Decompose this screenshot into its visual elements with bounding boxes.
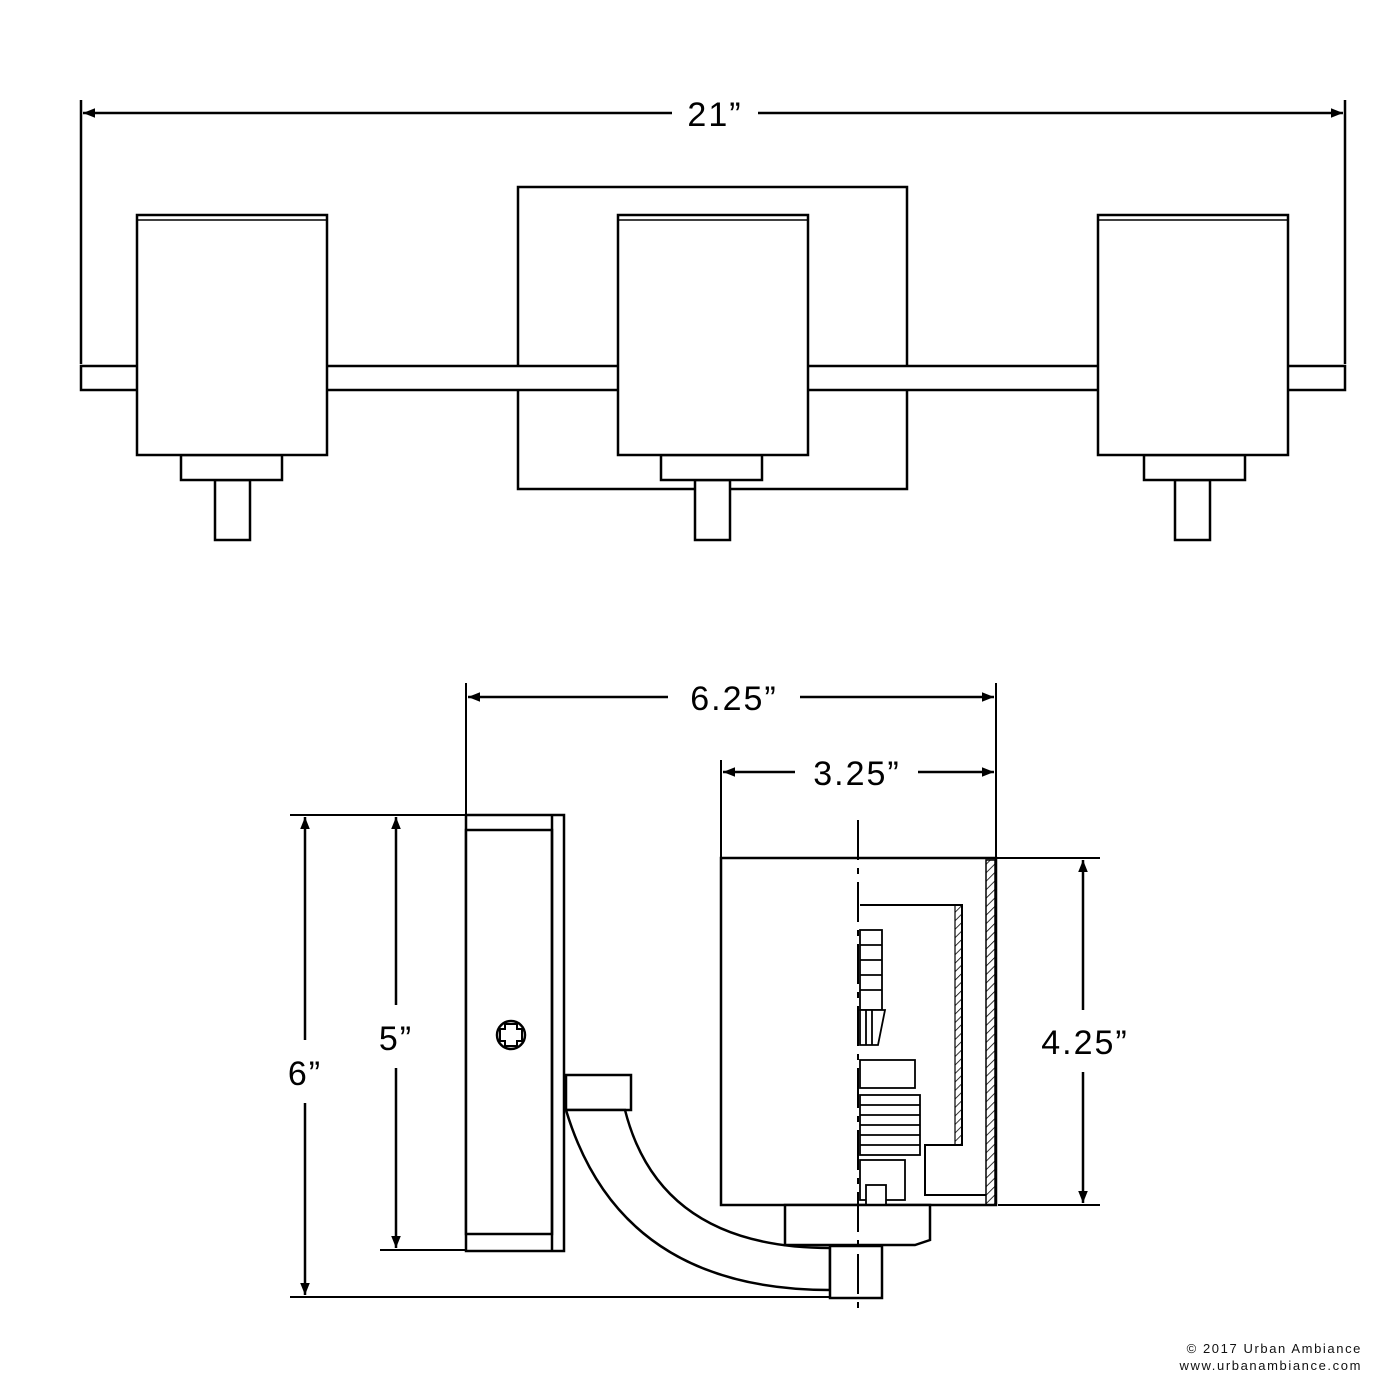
lamp-left-stem <box>213 478 252 542</box>
website-text: www.urbanambiance.com <box>1179 1358 1362 1373</box>
lamp-left-socket <box>179 453 284 482</box>
overall-width-label: 21” <box>687 96 742 134</box>
overall-height-label: 6” <box>288 1055 322 1093</box>
shade-glass-wall <box>985 859 996 1206</box>
bulb-base-upper <box>859 929 883 1011</box>
shade-inner-wall <box>860 904 986 1196</box>
front-view <box>79 100 1347 542</box>
lamp-right-socket <box>1142 453 1247 482</box>
backplate-height-label: 5” <box>379 1020 413 1058</box>
side-depth-label: 6.25” <box>690 680 778 718</box>
mounting-screw-icon <box>495 1019 527 1051</box>
lamp-right <box>1096 213 1290 542</box>
shade-depth-label: 3.25” <box>813 755 901 793</box>
arm-end-block <box>828 1244 884 1300</box>
lamp-center <box>616 213 810 542</box>
lamp-right-shade <box>1096 213 1290 457</box>
lamp-right-stem <box>1173 478 1212 542</box>
side-view <box>290 683 1100 1315</box>
socket-body <box>859 1059 916 1089</box>
copyright-text: © 2017 Urban Ambiance <box>1186 1341 1362 1356</box>
lamp-center-stem <box>693 478 732 542</box>
lamp-left <box>135 213 329 542</box>
lamp-center-socket <box>659 453 764 482</box>
shade-height-label: 4.25” <box>1041 1024 1129 1062</box>
socket-assembly <box>859 929 921 1246</box>
inner-glass-hatch <box>954 904 963 1146</box>
arm-mount-block <box>564 1073 633 1112</box>
lamp-center-shade <box>616 213 810 457</box>
lamp-left-shade <box>135 213 329 457</box>
